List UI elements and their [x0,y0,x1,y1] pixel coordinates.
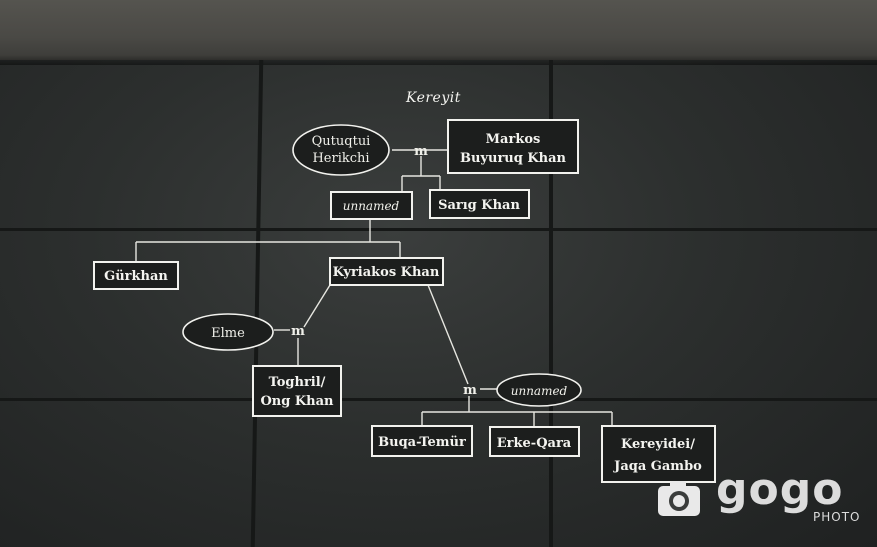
node-label: Sarıg Khan [438,198,520,213]
node-elme: Elme [182,313,274,351]
node-toghril-ong-khan: Toghril/ Ong Khan [252,365,342,417]
marriage-marker: m [414,144,428,159]
node-label: Ong Khan [260,394,334,409]
node-unnamed-1: unnamed [330,191,413,220]
node-label: Toghril/ [269,375,326,390]
node-kyriakos-khan: Kyriakos Khan [329,257,444,286]
node-buqa-temur: Buqa-Temür [371,425,473,457]
watermark-sub: PHOTO [813,510,861,524]
connectors [135,149,613,427]
node-label: Kereyidei/ [621,437,695,452]
node-sarig-khan: Sarıg Khan [429,189,530,219]
node-label: Buyuruq Khan [460,151,567,166]
node-label: Qutuqtui [312,134,371,149]
marriage-line-kyriakos-elme [303,284,331,328]
marriage-marker: m [291,324,305,339]
wall-bezel-vertical [549,60,553,547]
ceiling-edge [0,55,877,65]
node-unnamed-2: unnamed [496,373,582,407]
node-qutuqtui-herikchi: Qutuqtui Herikchi [292,124,390,176]
diagram-title: Kereyit [405,90,461,106]
node-markos-buyuruq-khan: Markos Buyuruq Khan [447,119,579,174]
camera-icon [658,481,700,516]
marriage-marker: m [463,383,477,398]
ceiling [0,0,877,62]
node-label: Herikchi [312,151,369,166]
node-label: Markos [486,132,541,147]
node-kereyidei-jaqa-gambo: Kereyidei/ Jaqa Gambo [601,425,716,483]
node-label: Erke-Qara [497,436,572,451]
node-label: Jaqa Gambo [613,459,702,474]
node-label: Elme [211,326,245,341]
wall-bezel-horizontal [0,398,877,401]
wall-bezel-horizontal [0,228,877,231]
node-label: unnamed [343,199,400,213]
node-label: Buqa-Temür [378,435,466,450]
node-label: Gürkhan [104,269,168,284]
node-gurkhan: Gürkhan [93,261,179,290]
node-label: unnamed [511,384,568,398]
node-label: Kyriakos Khan [333,265,440,280]
marriage-line-kyriakos-unnamed [427,284,469,385]
node-erke-qara: Erke-Qara [489,426,580,457]
video-wall [0,60,877,547]
watermark-brand: gogo [716,464,844,515]
gogo-photo-watermark: gogo PHOTO [656,464,859,530]
